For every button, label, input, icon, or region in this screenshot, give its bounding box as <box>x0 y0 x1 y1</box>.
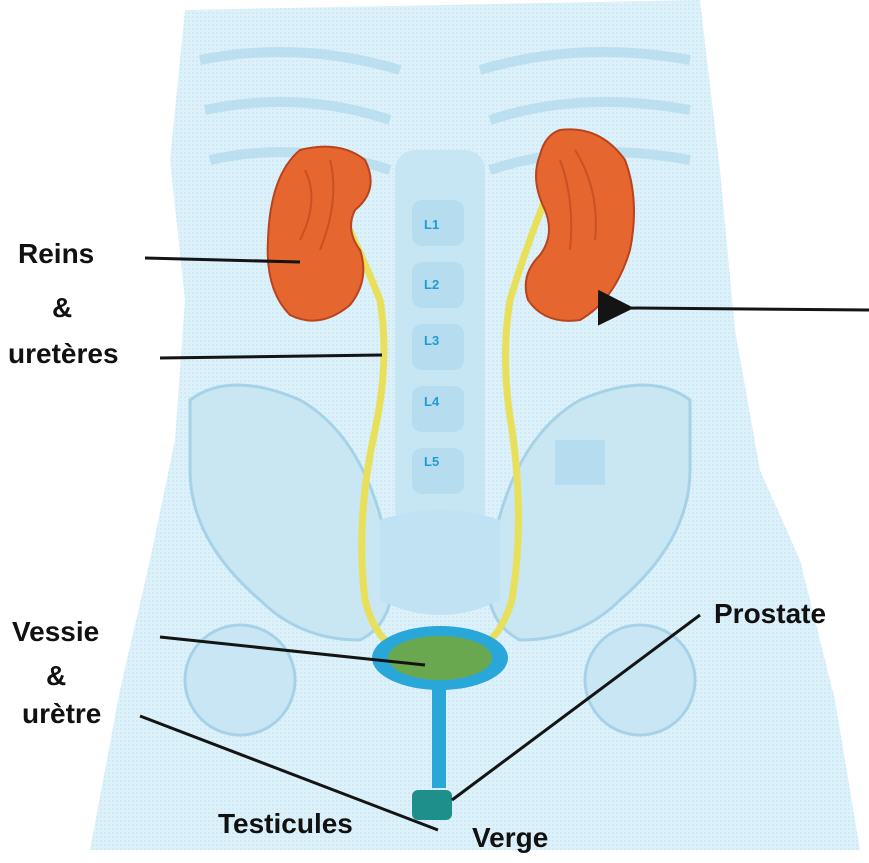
label-vessie: Vessie <box>12 616 99 648</box>
label-ureteres: uretères <box>8 338 119 370</box>
vertebra-l4: L4 <box>424 394 440 409</box>
label-uretre: urètre <box>22 698 101 730</box>
vertebra-l2: L2 <box>424 277 439 292</box>
label-verge: Verge <box>472 822 548 854</box>
label-reins: Reins <box>18 238 94 270</box>
label-ampersand-1: & <box>52 292 72 324</box>
urethra <box>432 688 446 788</box>
vertebra-l1: L1 <box>424 217 439 232</box>
bladder <box>372 626 508 690</box>
prostate <box>412 790 452 820</box>
label-ampersand-2: & <box>46 660 66 692</box>
label-prostate: Prostate <box>714 598 826 630</box>
spine <box>395 150 485 530</box>
vertebra-l5: L5 <box>424 454 439 469</box>
vertebra-l3: L3 <box>424 333 439 348</box>
right-kidney-arrow-icon <box>628 308 869 310</box>
label-testicules: Testicules <box>218 808 353 840</box>
